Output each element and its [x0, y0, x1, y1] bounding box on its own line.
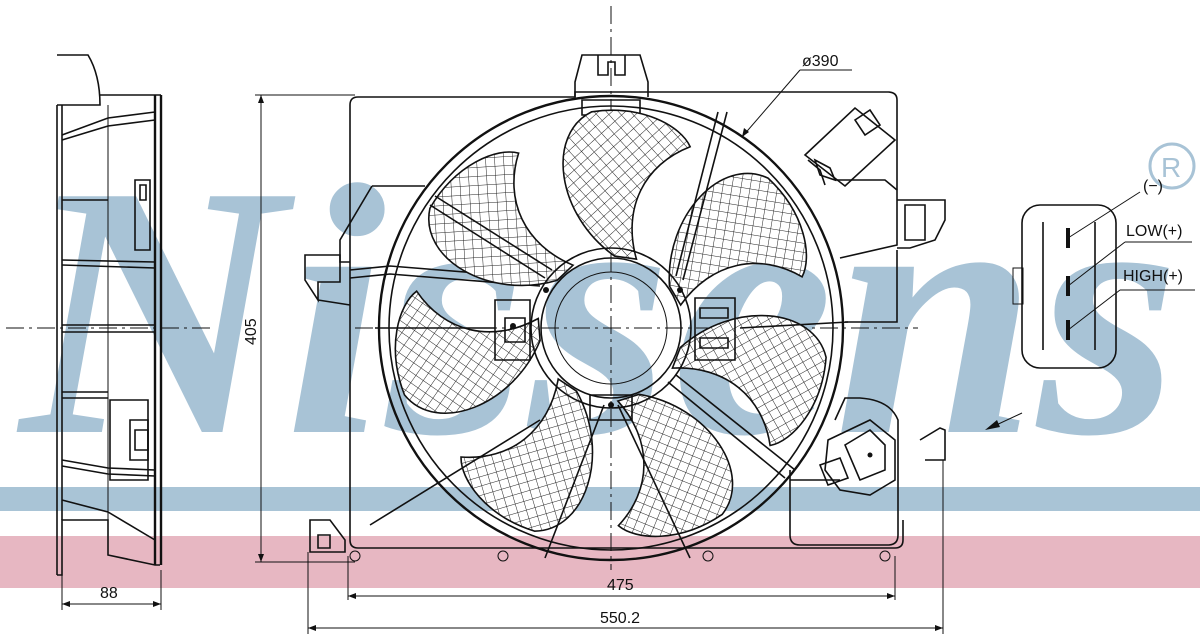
fan-rotor: [369, 94, 897, 562]
watermark-pink-band: [0, 536, 1200, 588]
registered-mark-circle: [1148, 142, 1196, 190]
fan-blade: [460, 377, 594, 532]
height-dimension-label: 405: [243, 318, 260, 345]
depth-dimension-label: 88: [100, 585, 118, 602]
low-pin-label: LOW(+): [1126, 223, 1182, 240]
overall-width-dimension-label: 550.2: [600, 610, 640, 627]
fan-blade: [427, 151, 575, 287]
view-arrow: [985, 412, 1023, 430]
mount-width-dimension-label: 475: [607, 577, 634, 594]
fan-blade: [616, 393, 734, 538]
shroud-spokes: [369, 111, 849, 559]
side-view: [56, 54, 163, 576]
fan-blade: [394, 290, 541, 414]
fan-shroud: [304, 54, 946, 562]
connector-pin-view: (−) LOW(+) HIGH(+): [1012, 178, 1195, 369]
overall-width-dimension: 550.2: [307, 460, 944, 634]
diameter-dimension-label: ø390: [802, 53, 839, 70]
high-pin-label: HIGH(+): [1123, 268, 1183, 285]
fan-blades: [394, 109, 827, 538]
watermark-blue-band: [0, 487, 1200, 511]
depth-dimension: 88: [61, 570, 162, 610]
height-dimension: 405: [243, 94, 355, 563]
watermark: Nissens R: [0, 111, 1200, 588]
mount-width-dimension: 475: [347, 556, 896, 600]
fan-blade: [562, 109, 692, 261]
motor-plug: [818, 419, 896, 496]
diameter-dimension: ø390: [741, 53, 852, 138]
ground-pin-label: (−): [1143, 178, 1163, 195]
registered-mark: R: [1161, 152, 1181, 183]
